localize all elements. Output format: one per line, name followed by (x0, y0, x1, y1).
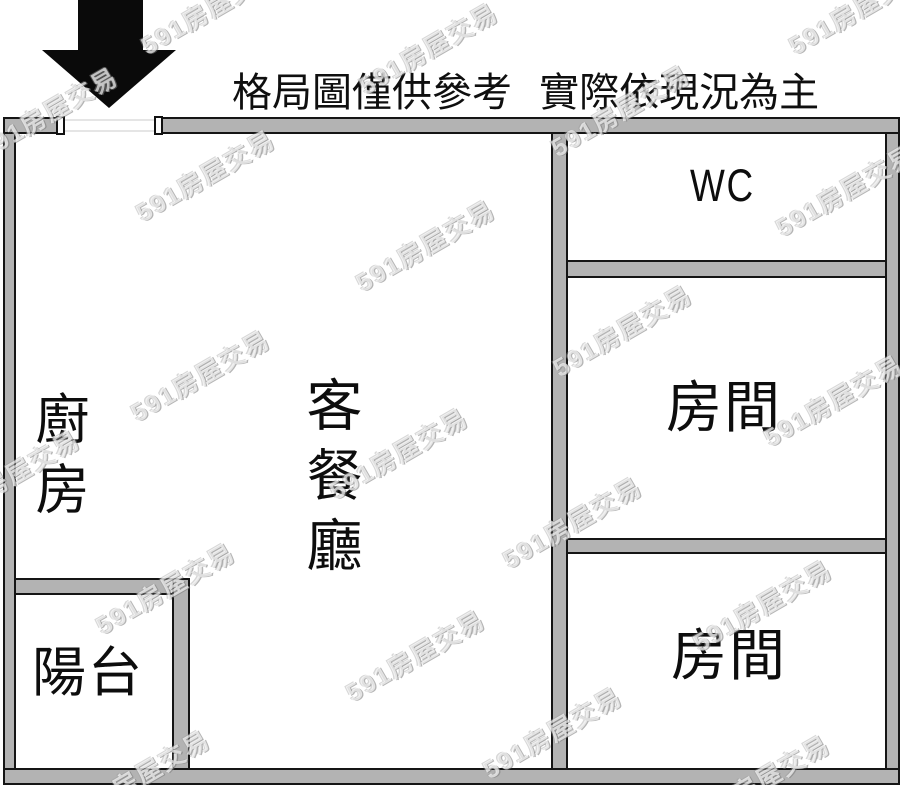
watermark-text: 591房屋交易 (771, 140, 900, 243)
watermark-text: 591房屋交易 (126, 325, 276, 428)
watermark-text: 591房屋交易 (341, 605, 491, 708)
room-label-living-dining: 客餐廳 (299, 376, 362, 586)
wall-outer-top-main-segment (160, 117, 900, 134)
room-label-kitchen: 廚房 (27, 391, 87, 531)
wall-outer-top-left-segment (3, 117, 63, 134)
watermark-text: 591房屋交易 (351, 195, 501, 298)
wall-wc-divider (558, 260, 894, 278)
entrance-arrow-icon (42, 0, 176, 108)
wall-outer-right (885, 117, 900, 785)
room-label-bedroom-bottom: 房間 (671, 624, 787, 687)
wall-balcony-top (3, 578, 190, 595)
disclaimer-text: 格局圖僅供參考 實際依現況為主 (232, 71, 820, 115)
room-label-wc: WC (690, 160, 755, 211)
door-jamb-left (56, 116, 65, 135)
wall-outer-bottom (3, 768, 900, 785)
wall-outer-left (3, 117, 16, 785)
room-label-bedroom-top: 房間 (666, 376, 782, 439)
watermark-text: 591房屋交易 (498, 472, 648, 575)
room-label-balcony: 陽台 (32, 643, 144, 703)
wall-balcony-right (172, 578, 190, 778)
watermark-text: 591房屋交易 (784, 0, 900, 61)
watermark-text: 591房屋交易 (548, 280, 698, 383)
watermark-text: 591房屋交易 (131, 125, 281, 228)
wall-bedrooms-divider (558, 538, 894, 554)
entrance-door-opening (63, 119, 157, 132)
door-jamb-right (154, 116, 163, 135)
wall-central-vertical (551, 117, 568, 777)
